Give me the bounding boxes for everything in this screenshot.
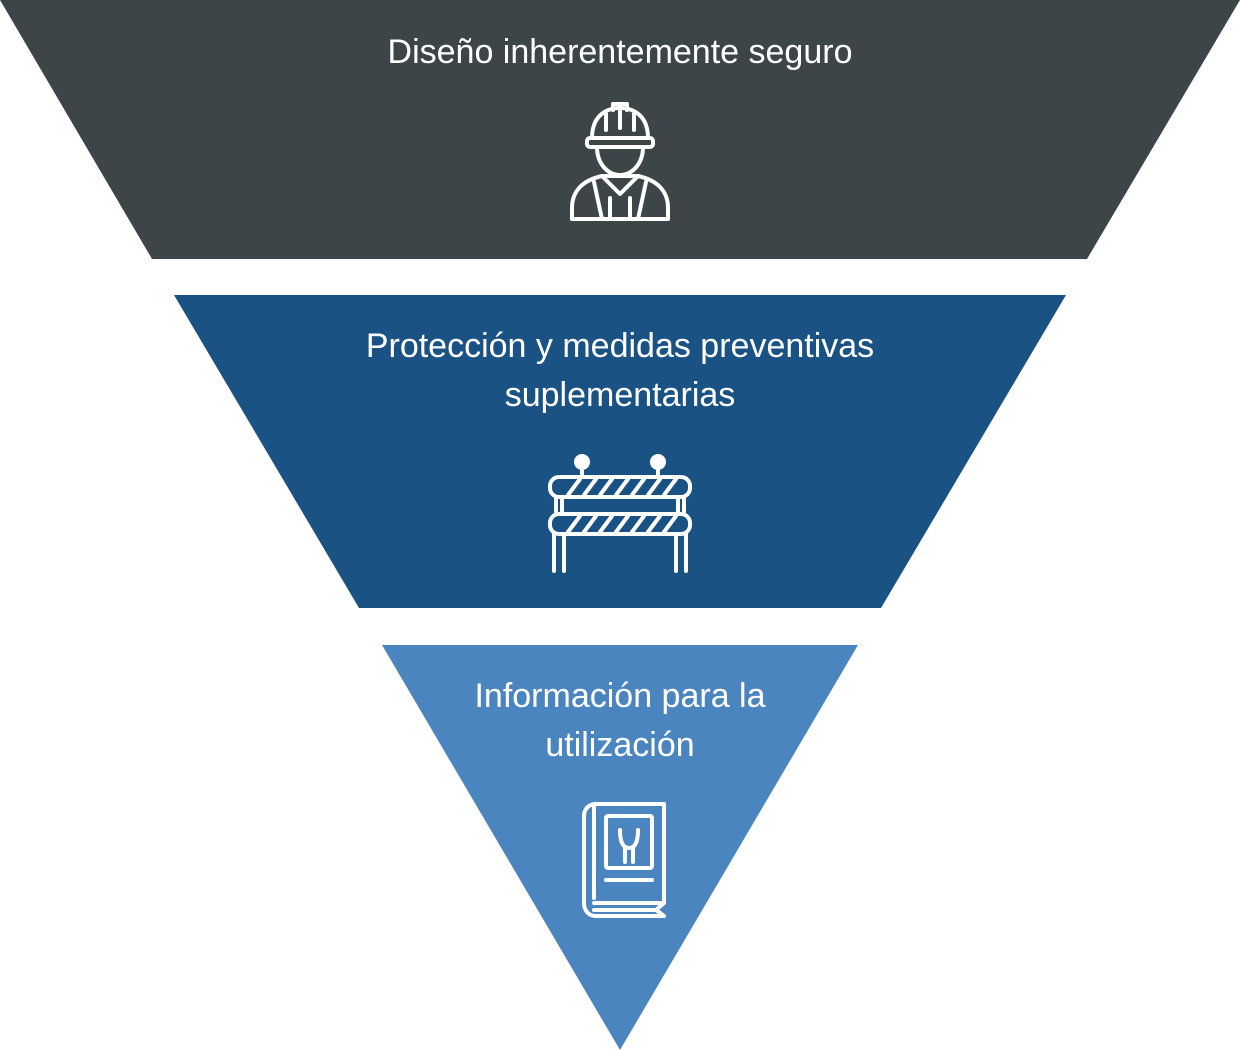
tier-2-label-line-1: Protección y medidas preventivas: [366, 327, 874, 365]
tier-3-label-line-1: Información para la: [474, 677, 765, 715]
hard-hat-worker-icon: [570, 102, 670, 221]
tier-inherent-safe-design: Diseño inherentemente seguro: [0, 0, 1240, 259]
tier-1-label: Diseño inherentemente seguro: [388, 33, 853, 71]
tier-2-label-line-2: suplementarias: [505, 376, 736, 414]
tier-2-shape: [174, 295, 1066, 608]
tier-3-label-line-2: utilización: [545, 726, 694, 764]
safety-barrier-icon: [548, 454, 692, 573]
tier-information-for-use: Información para la utilización: [382, 645, 858, 1050]
manual-book-wrench-icon: [582, 802, 666, 918]
tier-protection-measures: Protección y medidas preventivas supleme…: [174, 295, 1066, 608]
tier-3-shape: [382, 645, 858, 1050]
